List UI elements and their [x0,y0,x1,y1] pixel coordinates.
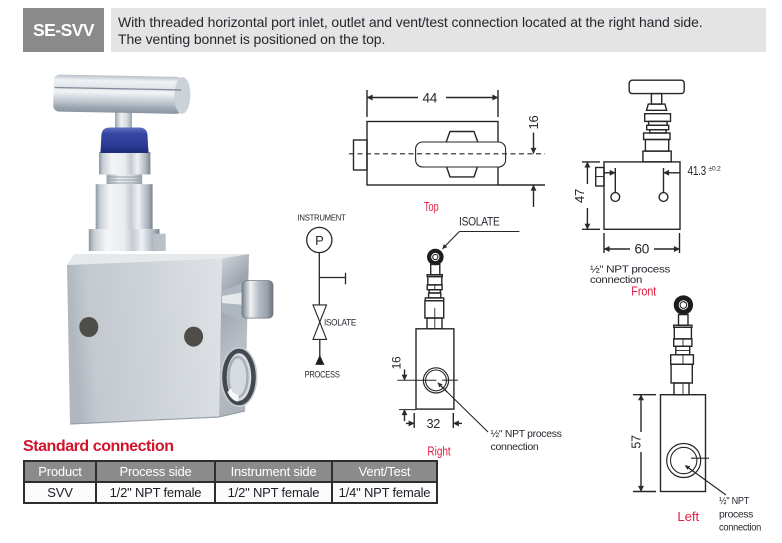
svg-text:41.3: 41.3 [688,164,707,178]
svg-text:process: process [719,510,753,521]
svg-text:47: 47 [572,189,587,203]
svg-text:INSTRUMENT: INSTRUMENT [298,212,346,222]
svg-text:60: 60 [635,242,650,257]
svg-text:½" NPT: ½" NPT [719,496,749,507]
svg-text:½" NPT process: ½" NPT process [590,264,670,276]
svg-text:PROCESS: PROCESS [305,370,340,380]
svg-text:connection: connection [590,274,642,286]
svg-text:½" NPT process: ½" NPT process [491,428,562,440]
svg-text:ISOLATE: ISOLATE [459,217,500,229]
svg-text:16: 16 [390,356,404,369]
svg-text:ISOLATE: ISOLATE [324,318,356,328]
svg-text:connection: connection [719,523,761,534]
svg-text:16: 16 [526,116,541,130]
svg-text:57: 57 [630,435,644,449]
svg-text:44: 44 [423,91,438,106]
svg-text:Left: Left [677,510,699,524]
svg-text:Front: Front [631,285,656,299]
svg-text:±0.2: ±0.2 [709,165,721,172]
svg-text:P: P [315,233,323,248]
svg-text:connection: connection [491,441,539,453]
svg-text:Top: Top [424,200,439,214]
svg-text:Right: Right [427,445,451,459]
svg-text:32: 32 [427,417,441,431]
